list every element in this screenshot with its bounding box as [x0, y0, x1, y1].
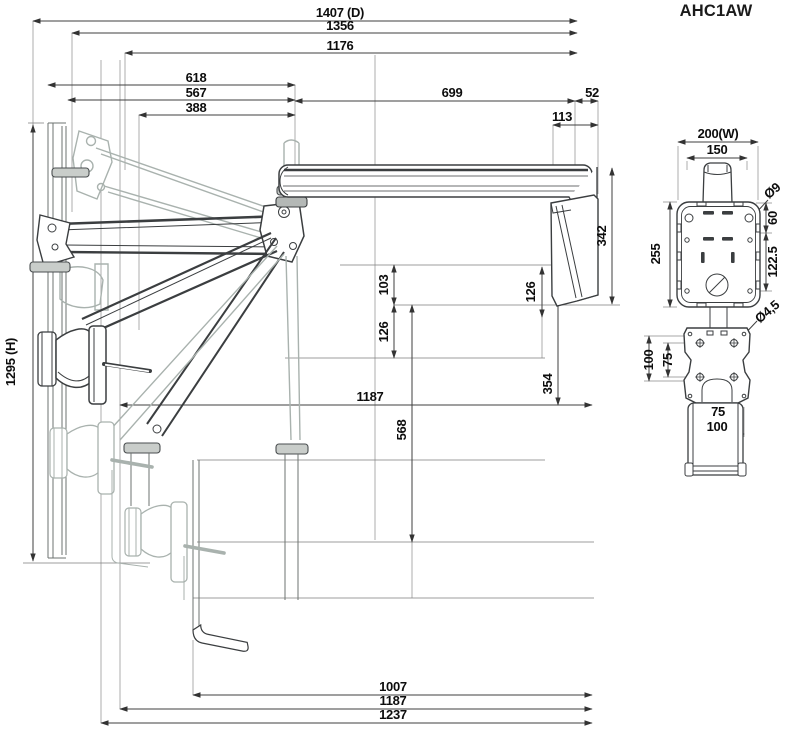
- drop-poles: [123, 442, 309, 652]
- dimension-lines: [30, 18, 769, 726]
- top-knob: [702, 162, 733, 204]
- vesa-head-front-view: [683, 307, 751, 477]
- dim-1187-bottom-label: 1187: [379, 693, 406, 708]
- dim-100-bottom-label: 100: [707, 419, 728, 434]
- mount-plate-front-view: [676, 162, 761, 308]
- dim-dia9-label: Ø9: [761, 179, 784, 201]
- bottom-handle: [192, 623, 249, 652]
- dim-354-label: 354: [540, 373, 555, 395]
- dim-52-label: 52: [585, 85, 599, 100]
- dim-342-label: 342: [594, 226, 609, 247]
- dim-699-label: 699: [442, 85, 463, 100]
- model-number-label: AHC1AW: [680, 2, 753, 20]
- dim-60-label: 60: [765, 211, 780, 225]
- arm-raised-phantom: [51, 130, 308, 311]
- pole-cap: [275, 196, 308, 208]
- carriage-cap-raised: [51, 167, 90, 178]
- dim-100-left-label: 100: [641, 350, 656, 371]
- dim-255-label: 255: [648, 244, 663, 265]
- dim-126-right-label: 126: [523, 282, 538, 303]
- dim-1187-mid-label: 1187: [356, 389, 383, 404]
- dim-1356-label: 1356: [326, 18, 354, 33]
- dim-568-label: 568: [394, 420, 409, 441]
- monitor-head-lower-phantom: [124, 501, 226, 600]
- arm-range-beams: [81, 231, 301, 441]
- dim-122-5-label: 122.5: [765, 246, 780, 277]
- cable-knockout: [705, 273, 729, 297]
- carriage-cap: [29, 261, 71, 273]
- dim-200w-label: 200(W): [698, 126, 739, 141]
- dim-113-label: 113: [552, 109, 572, 124]
- dim-1295-label: 1295 (H): [3, 338, 18, 386]
- extended-arm-beam: [278, 164, 599, 307]
- dim-1237-label: 1237: [379, 707, 407, 722]
- dim-618-label: 618: [186, 70, 207, 85]
- monitor-head-middle-phantom: [49, 421, 154, 568]
- dim-103-label: 103: [376, 275, 391, 296]
- dim-567-label: 567: [186, 85, 207, 100]
- dimension-labels: AHC1AW 1407 (D) 1356 1176 618 567 388 69…: [3, 2, 783, 722]
- dim-150-label: 150: [707, 142, 728, 157]
- dim-126-left-label: 126: [376, 322, 391, 343]
- dim-75-left-label: 75: [660, 353, 675, 367]
- dim-1007-label: 1007: [379, 679, 407, 694]
- monitor-head-upper: [37, 325, 152, 405]
- dim-1407-label: 1407 (D): [316, 5, 364, 20]
- lower-rail: [687, 402, 744, 476]
- plate-slots: [701, 211, 735, 263]
- dim-388-label: 388: [186, 100, 207, 115]
- dim-75-bottom-label: 75: [711, 404, 725, 419]
- extension-lines: [23, 21, 772, 723]
- arm-horizontal: [29, 196, 308, 273]
- dim-1176-label: 1176: [326, 38, 353, 53]
